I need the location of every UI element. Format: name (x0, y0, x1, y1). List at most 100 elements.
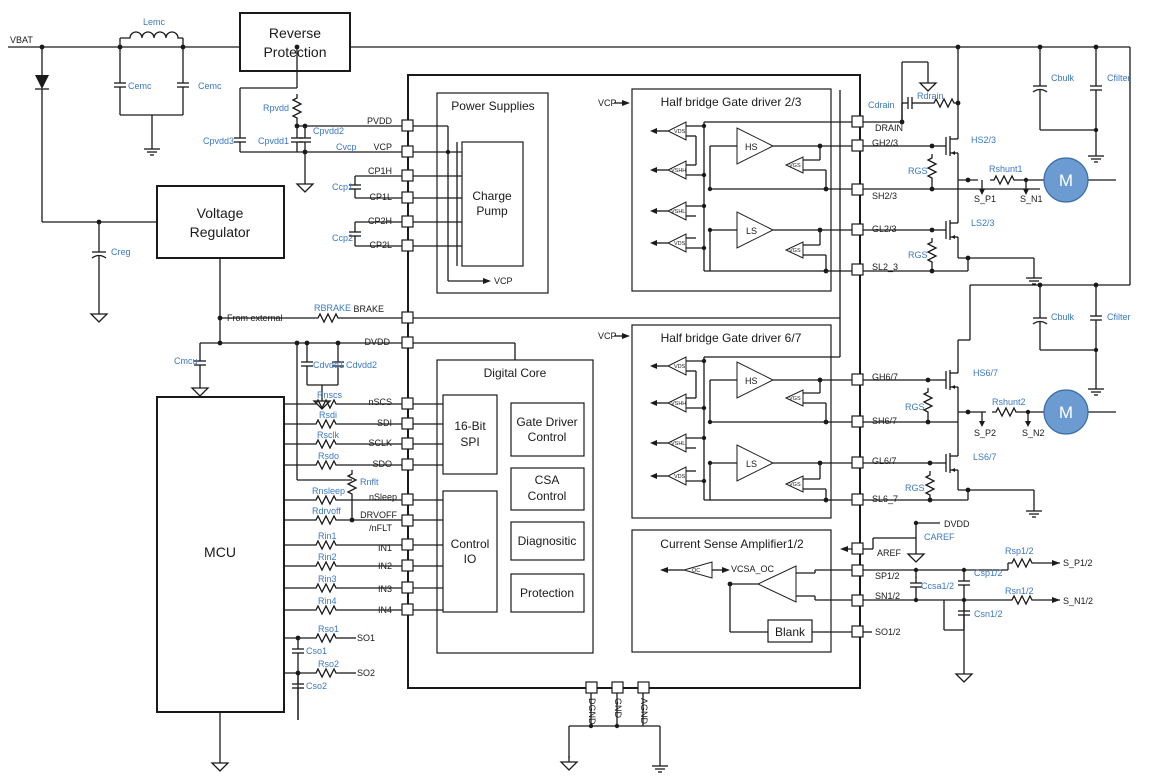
cso2-label: Cso2 (306, 681, 327, 691)
s-p2-label: S_P2 (974, 428, 996, 438)
hb-driver-67-block: Half bridge Gate driver 6/7 VDS VSHH VSH… (614, 318, 852, 519)
csp-label: Csp1/2 (974, 568, 1003, 578)
agnd-label: AGND (639, 698, 649, 725)
csn-label: Csn1/2 (974, 609, 1003, 619)
svg-text:VDS: VDS (674, 241, 686, 247)
ls67-label: LS6/7 (973, 452, 997, 462)
svg-text:VGS: VGS (789, 482, 801, 488)
svg-text:VDS: VDS (674, 364, 686, 370)
svg-text:Diagnositic: Diagnositic (518, 534, 577, 548)
svg-text:VCP: VCP (373, 142, 392, 152)
power-stage-23 (863, 44, 1116, 285)
reverse-protection-block: Reverse Protection (239, 12, 351, 72)
hb-driver-23-block: Half bridge Gate driver 2/3 VDS VSHH VSH… (614, 88, 852, 292)
svg-text:AREF: AREF (877, 548, 902, 558)
rin3-label: Rin3 (318, 574, 337, 584)
creg-label: Creg (111, 247, 131, 257)
digital-internal-lines (413, 403, 443, 611)
svg-text:nSCS: nSCS (368, 397, 392, 407)
caref-label: CAREF (924, 532, 955, 542)
svg-text:DVDD: DVDD (364, 337, 390, 347)
svg-text:SH2/3: SH2/3 (872, 191, 897, 201)
rdrvoff-label: Rdrvoff (312, 506, 341, 516)
svg-text:Control: Control (451, 537, 490, 551)
dvdd-ref-label: DVDD (944, 519, 970, 529)
svg-text:Half bridge Gate driver 6/7: Half bridge Gate driver 6/7 (661, 331, 802, 345)
vbat-rail (8, 44, 1131, 286)
ccp2-label: Ccp2 (332, 233, 353, 243)
svg-text:VGS: VGS (789, 396, 801, 402)
svg-text:SDO: SDO (372, 459, 392, 469)
rso1-label: Rso1 (318, 624, 339, 634)
svg-text:HS: HS (745, 376, 758, 386)
gate-driver-control-block: Gate Driver Control (510, 402, 585, 457)
cso1-label: Cso1 (306, 646, 327, 656)
right-pins (851, 115, 864, 638)
rgs-label-2: RGS (908, 250, 928, 260)
protection-block: Protection (510, 573, 585, 613)
svg-text:SL2_3: SL2_3 (872, 262, 898, 272)
svg-text:Reverse: Reverse (269, 25, 321, 41)
diagnostic-block: Diagnositic (510, 521, 585, 561)
so1-label: SO1 (357, 633, 375, 643)
cdvdd2-label: Cdvdd2 (346, 360, 377, 370)
rgs-label-4: RGS (905, 483, 925, 493)
svg-text:Blank: Blank (775, 625, 806, 639)
svg-text:CP1L: CP1L (369, 192, 392, 202)
pvdd-network (233, 44, 405, 193)
svg-text:Protection: Protection (520, 586, 574, 600)
cpvdd2-label: Cpvdd2 (313, 126, 344, 136)
mcu-signal-lines (284, 399, 405, 720)
svg-text:DRAIN: DRAIN (875, 123, 903, 133)
rsdi-label: Rsdi (319, 410, 337, 420)
svg-text:VGS: VGS (789, 163, 801, 169)
cmcu-label: Cmcu (174, 356, 198, 366)
rsp-label: Rsp1/2 (1005, 546, 1034, 556)
rnsleep-label: Rnsleep (312, 486, 345, 496)
control-io-block: Control IO (442, 490, 498, 613)
s-p1-label: S_P1 (974, 194, 996, 204)
svg-text:SDI: SDI (377, 418, 392, 428)
svg-text:BRAKE: BRAKE (353, 304, 384, 314)
svg-text:SCLK: SCLK (368, 438, 392, 448)
vcp-in-67-label: VCP (598, 331, 617, 341)
cemc-label-1: Cemc (128, 81, 152, 91)
vbat-label: VBAT (10, 35, 33, 45)
svg-text:16-Bit: 16-Bit (454, 419, 486, 433)
cvcp-label: Cvcp (336, 142, 357, 152)
from-external-label: From external (227, 313, 283, 323)
svg-text:Power Supplies: Power Supplies (451, 99, 534, 113)
svg-text:Protection: Protection (263, 44, 326, 60)
svg-text:MCU: MCU (204, 544, 236, 560)
svg-text:LS: LS (746, 459, 757, 469)
vcp-out-label: VCP (494, 276, 513, 286)
cfilter-label-23: Cfilter (1107, 73, 1131, 83)
svg-text:HS: HS (745, 142, 758, 152)
svg-text:Current Sense Amplifier1/2: Current Sense Amplifier1/2 (660, 537, 804, 551)
rin4-label: Rin4 (318, 596, 337, 606)
so2-label: SO2 (357, 668, 375, 678)
rin2-label: Rin2 (318, 552, 337, 562)
rpvdd-label: Rpvdd (263, 103, 289, 113)
svg-text:IN2: IN2 (378, 561, 392, 571)
rgs-label-1: RGS (908, 166, 928, 176)
spi-block: 16-Bit SPI (442, 394, 498, 475)
svg-text:CP2H: CP2H (368, 216, 392, 226)
svg-text:VDS: VDS (674, 474, 686, 480)
svg-text:M: M (1059, 403, 1073, 422)
rbrake-label: RBRAKE (314, 303, 351, 313)
svg-text:VDS: VDS (674, 129, 686, 135)
voltage-regulator-block: Voltage Regulator (156, 185, 285, 259)
ls23-label: LS2/3 (971, 218, 995, 228)
cbulk-label-67: Cbulk (1051, 312, 1075, 322)
svg-text:Control: Control (528, 489, 567, 503)
vbat-diode (35, 47, 157, 323)
csa-external-network (863, 520, 1060, 683)
svg-text:Control: Control (528, 430, 567, 444)
gnd-label: GND (613, 698, 623, 719)
right-pin-labels: DRAIN GH2/3 SH2/3 GL2/3 SL2_3 GH6/7 SH6/… (872, 123, 903, 637)
dvdd-network (294, 340, 345, 480)
svg-text:GL6/7: GL6/7 (872, 456, 897, 466)
cbulk-label-23: Cbulk (1051, 73, 1075, 83)
